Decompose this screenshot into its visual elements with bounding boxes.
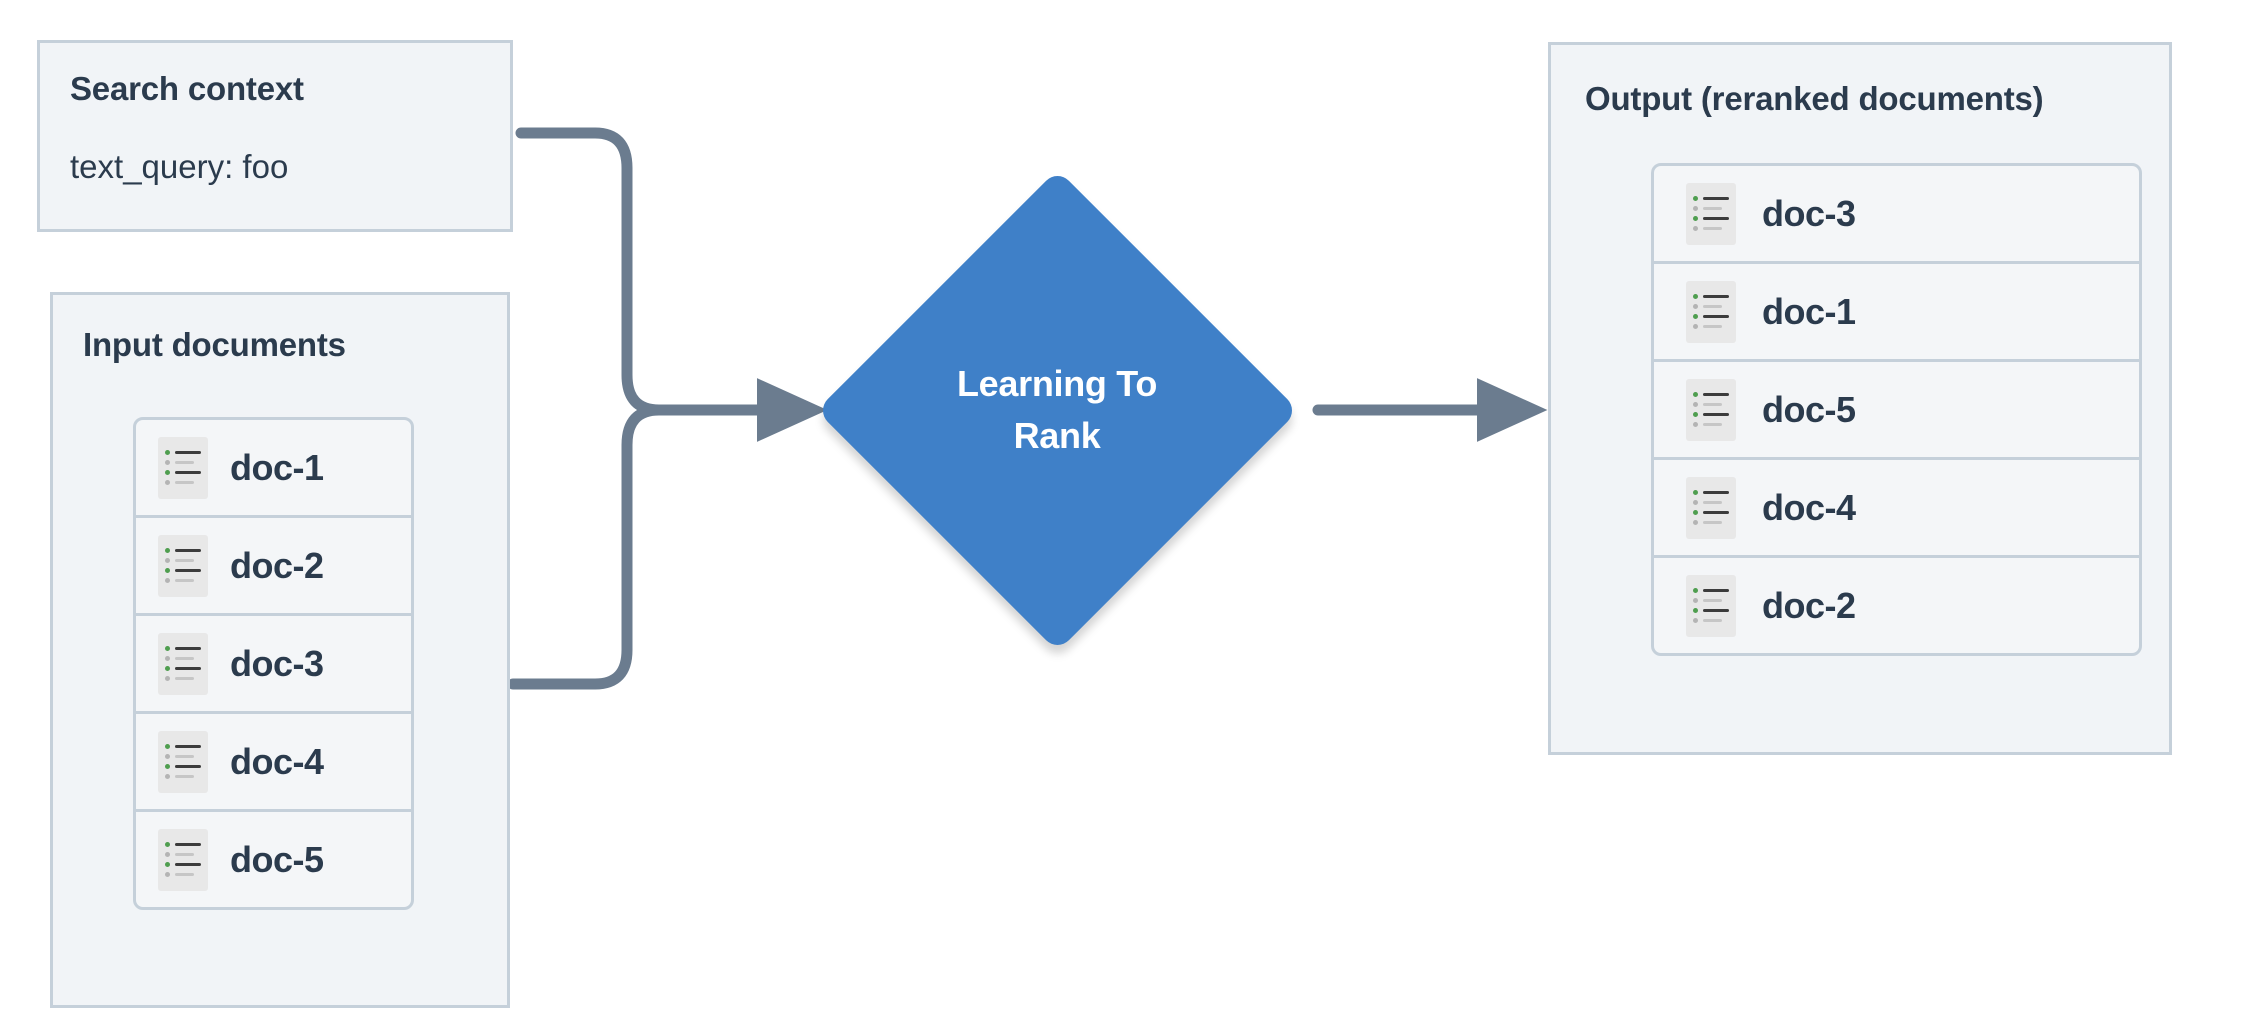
input-document-card[interactable]: doc-4 <box>133 711 414 812</box>
input-document-label: doc-3 <box>230 642 324 684</box>
learning-to-rank-node[interactable]: Learning To Rank <box>815 168 1299 652</box>
connector-input-documents-to-ltr <box>507 404 706 690</box>
document-list-icon <box>1686 280 1736 343</box>
input-document-card[interactable]: doc-1 <box>133 417 414 518</box>
input-document-card[interactable]: doc-5 <box>133 809 414 910</box>
input-document-label: doc-1 <box>230 446 324 488</box>
output-document-list: doc-3 doc-1 doc-5 <box>1651 163 2142 656</box>
input-document-card[interactable]: doc-3 <box>133 613 414 714</box>
output-document-label: doc-1 <box>1762 290 1856 332</box>
document-list-icon <box>158 632 208 695</box>
input-document-label: doc-2 <box>230 544 324 586</box>
document-list-icon <box>158 828 208 891</box>
output-document-card[interactable]: doc-4 <box>1651 457 2142 558</box>
output-document-label: doc-3 <box>1762 192 1856 234</box>
input-documents-title: Input documents <box>83 326 346 363</box>
output-document-label: doc-2 <box>1762 584 1856 626</box>
input-document-label: doc-5 <box>230 838 324 880</box>
search-context-query: text_query: foo <box>70 148 289 185</box>
output-document-label: doc-4 <box>1762 486 1856 528</box>
document-list-icon <box>158 534 208 597</box>
output-panel-title: Output (reranked documents) <box>1585 80 2044 117</box>
output-document-label: doc-5 <box>1762 388 1856 430</box>
search-context-title: Search context <box>70 70 304 107</box>
input-document-card[interactable]: doc-2 <box>133 515 414 616</box>
output-document-card[interactable]: doc-1 <box>1651 261 2142 362</box>
input-document-label: doc-4 <box>230 740 324 782</box>
output-document-card[interactable]: doc-2 <box>1651 555 2142 656</box>
output-document-card[interactable]: doc-3 <box>1651 163 2142 264</box>
document-list-icon <box>1686 378 1736 441</box>
input-documents-panel: Input documents doc-1 doc-2 <box>50 292 510 1008</box>
document-list-icon <box>1686 182 1736 245</box>
output-document-card[interactable]: doc-5 <box>1651 359 2142 460</box>
search-context-panel: Search context text_query: foo <box>37 40 513 232</box>
document-list-icon <box>158 436 208 499</box>
connector-search-context-to-ltr <box>515 127 706 416</box>
document-list-icon <box>158 730 208 793</box>
output-panel: Output (reranked documents) doc-3 <box>1548 42 2172 755</box>
document-list-icon <box>1686 574 1736 637</box>
document-list-icon <box>1686 476 1736 539</box>
input-document-list: doc-1 doc-2 doc-3 <box>133 417 414 910</box>
learning-to-rank-label: Learning To Rank <box>956 363 1158 456</box>
